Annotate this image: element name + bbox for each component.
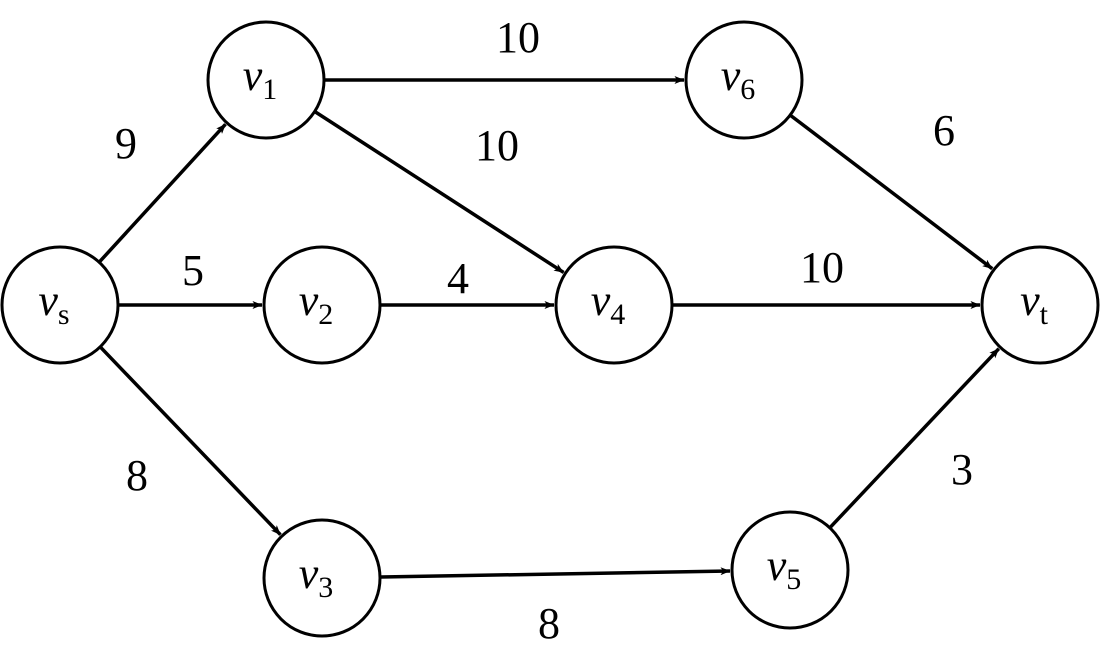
edge-v5-vt (828, 347, 1001, 530)
node-label-sub: 3 (318, 571, 333, 604)
edge-weight-v5-vt: 3 (951, 445, 973, 494)
node-label-main: v (299, 549, 319, 598)
node-v3: v3 (262, 518, 382, 638)
node-label-main: v (243, 51, 263, 100)
node-label-sub: s (58, 298, 70, 331)
node-circle-v3 (262, 518, 382, 638)
node-label-sub: 5 (786, 563, 801, 596)
node-circle-v6 (684, 20, 804, 140)
node-label-v4: v4 (591, 276, 626, 331)
node-circle-v1 (206, 20, 326, 140)
node-label-sub: 2 (318, 298, 333, 331)
node-label-v5: v5 (767, 541, 802, 596)
edge-v1-v4 (313, 110, 565, 274)
node-vs: vs (0, 245, 120, 365)
node-label-v1: v1 (243, 51, 278, 106)
edge-weight-vs-v3: 8 (126, 451, 148, 500)
edge-weight-v1-v4: 10 (475, 121, 519, 170)
node-label-vt: vt (1020, 276, 1049, 331)
node-circle-v4 (554, 245, 674, 365)
node-circle-v5 (730, 510, 850, 630)
node-v5: v5 (730, 510, 850, 630)
node-vt: vt (980, 245, 1100, 365)
node-v4: v4 (554, 245, 674, 365)
node-label-main: v (38, 276, 58, 325)
node-circle-v2 (262, 245, 382, 365)
node-circle-vt (980, 245, 1100, 365)
node-label-v3: v3 (299, 549, 334, 604)
node-label-main: v (767, 541, 787, 590)
node-v6: v6 (684, 20, 804, 140)
edge-weight-v1-v6: 10 (496, 13, 540, 62)
edge-weight-vs-v1: 9 (115, 119, 137, 168)
edge-vs-v3 (98, 345, 282, 536)
node-v2: v2 (262, 245, 382, 365)
node-label-main: v (299, 276, 319, 325)
node-label-sub: t (1040, 298, 1049, 331)
node-label-sub: 6 (740, 73, 755, 106)
node-label-main: v (591, 276, 611, 325)
node-label-main: v (721, 51, 741, 100)
node-label-v2: v2 (299, 276, 334, 331)
node-label-sub: 4 (610, 298, 625, 331)
edge-weight-v4-vt: 10 (800, 243, 844, 292)
node-circle-vs (0, 245, 120, 365)
edge-weight-v6-vt: 6 (933, 106, 955, 155)
edge-weight-v2-v4: 4 (447, 254, 469, 303)
edge-v6-vt (789, 113, 994, 271)
node-label-main: v (1020, 276, 1040, 325)
edge-vs-v1 (97, 123, 227, 264)
node-v1: v1 (206, 20, 326, 140)
node-label-sub: 1 (262, 73, 277, 106)
node-label-v6: v6 (721, 51, 756, 106)
edge-weight-vs-v2: 5 (182, 246, 204, 295)
edge-v3-v5 (379, 567, 731, 579)
node-label-vs: vs (38, 276, 69, 331)
edge-weight-v3-v5: 8 (538, 599, 560, 648)
